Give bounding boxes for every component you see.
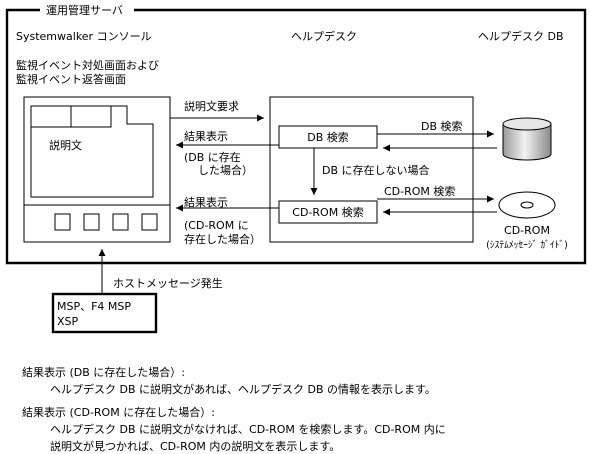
result1-note-line1: (DB に存在 bbox=[184, 151, 241, 164]
db-search-arrow-label: DB 検索 bbox=[421, 120, 463, 133]
server-title: 運用管理サーバ bbox=[43, 4, 126, 17]
result1-label: 結果表示 bbox=[184, 130, 228, 143]
note-1-body-line1: ヘルプデスク DB に説明文があれば、ヘルプデスク DB の情報を表示します。 bbox=[50, 383, 436, 396]
console-button-2 bbox=[83, 213, 100, 231]
host-line2: XSP bbox=[57, 315, 79, 328]
cdrom-search-box-label: CD-ROM 検索 bbox=[292, 206, 364, 219]
screen-doc-label: 説明文 bbox=[49, 139, 82, 152]
result2-note-line1: (CD-ROM に bbox=[184, 219, 249, 232]
screen-window bbox=[30, 105, 154, 198]
note-1-head: 結果表示 (DB に存在した場合）: bbox=[22, 366, 186, 379]
console-button-3 bbox=[112, 213, 129, 231]
cdrom-sub-label: (ｼｽﾃﾑﾒｯｾｰｼﾞ ｶﾞｲﾄﾞ) bbox=[486, 240, 568, 251]
db-search-box-label: DB 検索 bbox=[307, 131, 349, 144]
cdrom-search-arrow-label: CD-ROM 検索 bbox=[384, 185, 456, 198]
screen-tab-2 bbox=[70, 105, 112, 128]
note-2-body-line2: 説明文が見つかれば、CD-ROM 内の説明文を表示します。 bbox=[50, 440, 341, 453]
db-search-box bbox=[278, 125, 378, 149]
host-event-label: ホストメッセージ発生 bbox=[113, 277, 223, 290]
console-column-title: Systemwalker コンソール bbox=[16, 30, 152, 43]
server-frame bbox=[5, 8, 587, 265]
database-icon bbox=[502, 117, 552, 161]
host-line1: MSP、F4 MSP bbox=[57, 300, 132, 313]
screen-title-line2: 監視イベント返答画面 bbox=[16, 73, 126, 86]
not-in-db-label: DB に存在しない場合 bbox=[322, 164, 430, 177]
host-box bbox=[51, 292, 158, 334]
result2-label: 結果表示 bbox=[184, 196, 228, 209]
result1-note-line2: した場合） bbox=[198, 164, 253, 177]
helpdesk-column-title: ヘルプデスク bbox=[291, 30, 357, 43]
cdrom-disc-icon bbox=[498, 191, 556, 219]
screen-title-line1: 監視イベント対処画面および bbox=[16, 59, 159, 72]
console-button-1 bbox=[54, 213, 71, 231]
console-button-4 bbox=[141, 213, 158, 231]
cdrom-label: CD-ROM bbox=[504, 224, 550, 237]
screen-tab-1 bbox=[30, 105, 72, 128]
note-2-body-line1: ヘルプデスク DB に説明文がなければ、CD-ROM を検索します。CD-ROM… bbox=[50, 423, 446, 436]
result2-note-line2: 存在した場合） bbox=[184, 233, 261, 246]
cdrom-search-box bbox=[278, 200, 378, 224]
note-2-head: 結果表示 (CD-ROM に存在した場合）: bbox=[22, 406, 215, 419]
request-label: 説明文要求 bbox=[184, 100, 239, 113]
db-column-title: ヘルプデスク DB bbox=[478, 30, 564, 43]
